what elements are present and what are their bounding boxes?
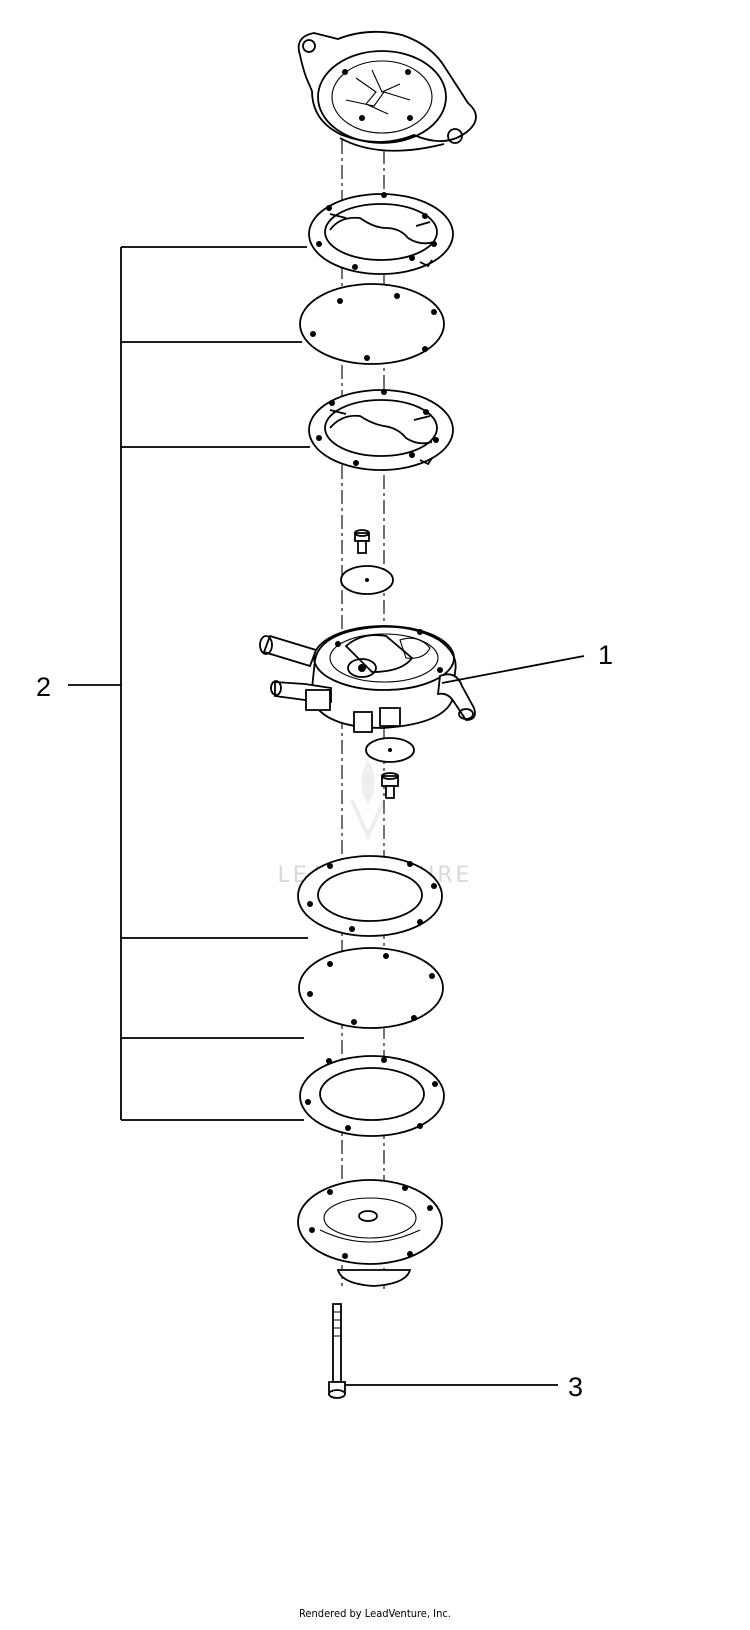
lower-valve-washer-part bbox=[365, 737, 415, 763]
pump-body-part bbox=[259, 625, 476, 733]
callout-2-bracket bbox=[68, 246, 310, 1121]
callout-label-3: 3 bbox=[568, 1372, 583, 1402]
gasket-lower-1-part bbox=[297, 855, 443, 937]
callout-1-leader bbox=[441, 655, 585, 684]
diaphragm-lower-part bbox=[298, 947, 444, 1029]
render-credit-footer: Rendered by LeadVenture, Inc. bbox=[299, 1607, 451, 1620]
gasket-upper-1-part bbox=[308, 192, 454, 275]
upper-check-valve-part bbox=[354, 529, 370, 554]
diaphragm-upper-part bbox=[299, 283, 445, 365]
lower-check-valve-part bbox=[381, 772, 399, 799]
gasket-lower-2-part bbox=[299, 1055, 445, 1137]
watermark-logo-icon bbox=[350, 760, 386, 841]
gasket-upper-2-part bbox=[308, 389, 454, 471]
top-cover-part bbox=[297, 30, 477, 152]
callout-label-2: 2 bbox=[36, 672, 51, 702]
callout-label-1: 1 bbox=[598, 640, 613, 670]
mounting-screw-part bbox=[328, 1303, 346, 1399]
upper-valve-washer-part bbox=[340, 565, 394, 595]
bottom-cover-part bbox=[297, 1179, 443, 1287]
